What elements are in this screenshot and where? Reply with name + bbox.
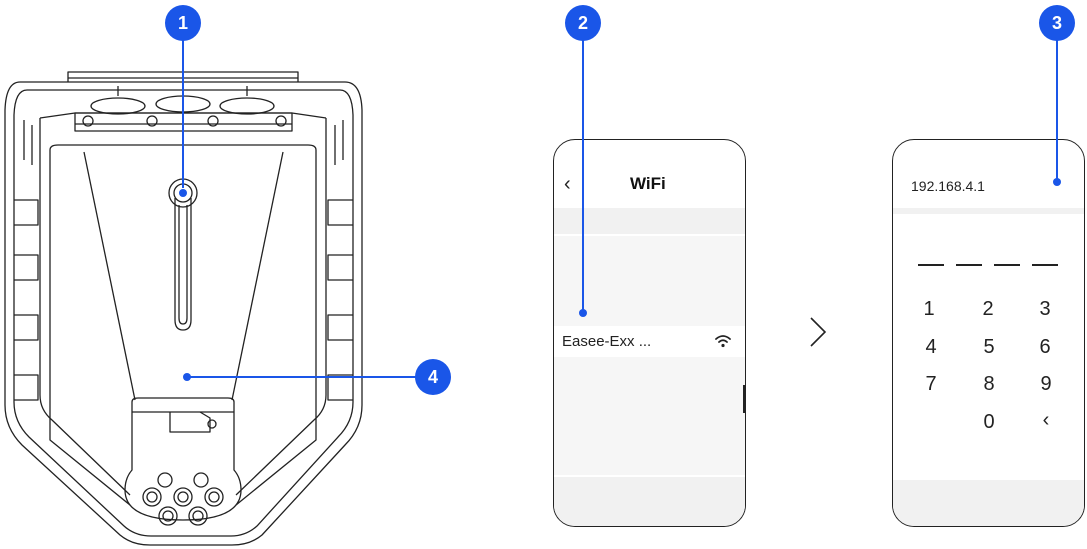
callout-3-leader [1056, 38, 1058, 180]
key-2[interactable]: 2 [982, 298, 994, 320]
wifi-network-row[interactable]: Easee-Exx ... [554, 327, 745, 355]
phone-wifi-screen: ‹ WiFi Easee-Exx ... [553, 139, 746, 527]
callout-3-badge: 3 [1039, 5, 1075, 41]
key-5[interactable]: 5 [983, 336, 995, 358]
key-7[interactable]: 7 [925, 373, 937, 395]
callout-2-leader [582, 38, 584, 311]
wifi-list-band-bottom [554, 477, 745, 526]
callout-4-leader [186, 376, 416, 378]
pin-slot-4 [1032, 264, 1058, 266]
header-divider-band [893, 208, 1084, 214]
key-0[interactable]: 0 [983, 411, 995, 433]
callout-2-badge: 2 [565, 5, 601, 41]
key-8[interactable]: 8 [983, 373, 995, 395]
wifi-icon [715, 335, 731, 348]
chevron-left-icon[interactable]: ‹ [564, 173, 571, 195]
pin-slot-2 [956, 264, 982, 266]
key-6[interactable]: 6 [1039, 336, 1051, 358]
callout-1-leader [182, 38, 184, 188]
key-3[interactable]: 3 [1039, 298, 1051, 320]
key-4[interactable]: 4 [925, 336, 937, 358]
pin-slot-3 [994, 264, 1020, 266]
key-1[interactable]: 1 [923, 298, 935, 320]
charger-backplate-illustration [4, 71, 363, 546]
wifi-list-band-top [554, 208, 745, 234]
key-9[interactable]: 9 [1040, 373, 1052, 395]
callout-4-badge: 4 [415, 359, 451, 395]
callout-3-marker [1053, 178, 1061, 186]
ip-address-field[interactable]: 192.168.4.1 [911, 178, 985, 194]
wifi-list-band-lower [554, 357, 745, 475]
keypad-footer-band [893, 480, 1084, 526]
pin-slot-1 [918, 264, 944, 266]
backspace-icon[interactable]: ‹ [1042, 409, 1050, 431]
callout-4-marker [183, 373, 191, 381]
phone-pin-screen: 192.168.4.1 1 2 3 4 5 6 7 8 9 0 ‹ [892, 139, 1085, 527]
wifi-screen-title: WiFi [630, 174, 666, 193]
callout-1-marker [179, 189, 187, 197]
callout-2-marker [579, 309, 587, 317]
scrollbar[interactable] [743, 385, 745, 413]
wifi-network-name: Easee-Exx ... [562, 333, 652, 350]
chevron-right-icon [810, 317, 827, 347]
callout-1-badge: 1 [165, 5, 201, 41]
